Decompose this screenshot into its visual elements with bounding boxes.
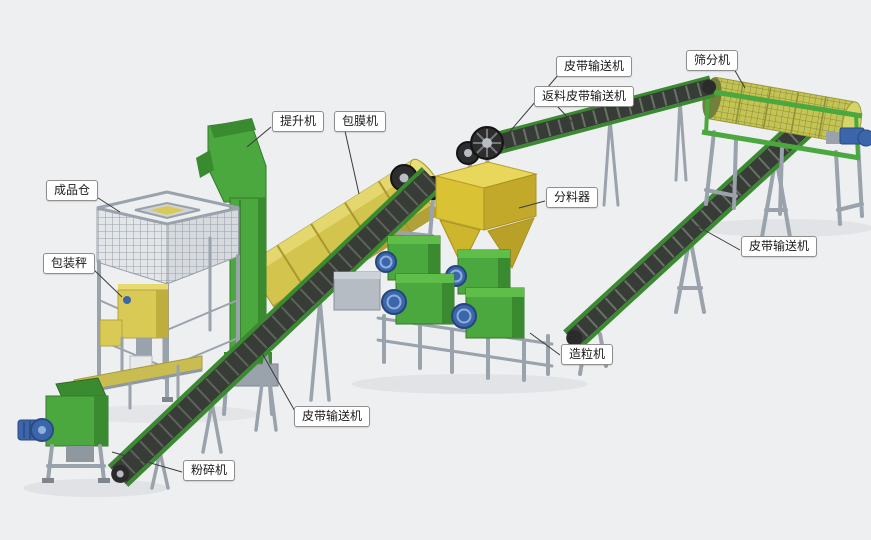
label-coating-machine: 包膜机 bbox=[334, 111, 387, 132]
label-granulator: 造粒机 bbox=[561, 344, 614, 365]
distributor-graphic bbox=[434, 161, 538, 270]
label-distributor: 分料器 bbox=[546, 187, 599, 208]
screening-machine-graphic bbox=[698, 76, 871, 226]
crusher-graphic bbox=[17, 377, 110, 483]
return-belt-conveyor-graphic bbox=[456, 75, 717, 207]
label-elevator: 提升机 bbox=[272, 111, 325, 132]
belt-conveyor-main-graphic bbox=[107, 167, 443, 490]
label-crusher: 粉碎机 bbox=[183, 460, 236, 481]
label-packing-scale: 包装秤 bbox=[43, 253, 96, 274]
leader-lines bbox=[91, 68, 746, 473]
finished-product-bin-graphic bbox=[94, 190, 244, 402]
label-belt-conveyor-main: 皮带输送机 bbox=[294, 406, 371, 427]
label-return-belt-conveyor: 返料皮带输送机 bbox=[534, 86, 635, 107]
label-belt-conveyor-top: 皮带输送机 bbox=[556, 56, 633, 77]
label-screening-machine: 筛分机 bbox=[686, 50, 739, 71]
label-belt-conveyor-right: 皮带输送机 bbox=[741, 236, 818, 257]
label-finished-product-bin: 成品仓 bbox=[46, 180, 99, 201]
control-cabinet-graphic bbox=[333, 271, 381, 311]
granulator-graphic bbox=[375, 235, 554, 382]
packing-scale-graphic bbox=[99, 284, 169, 382]
belt-conveyor-right-graphic bbox=[563, 98, 834, 376]
